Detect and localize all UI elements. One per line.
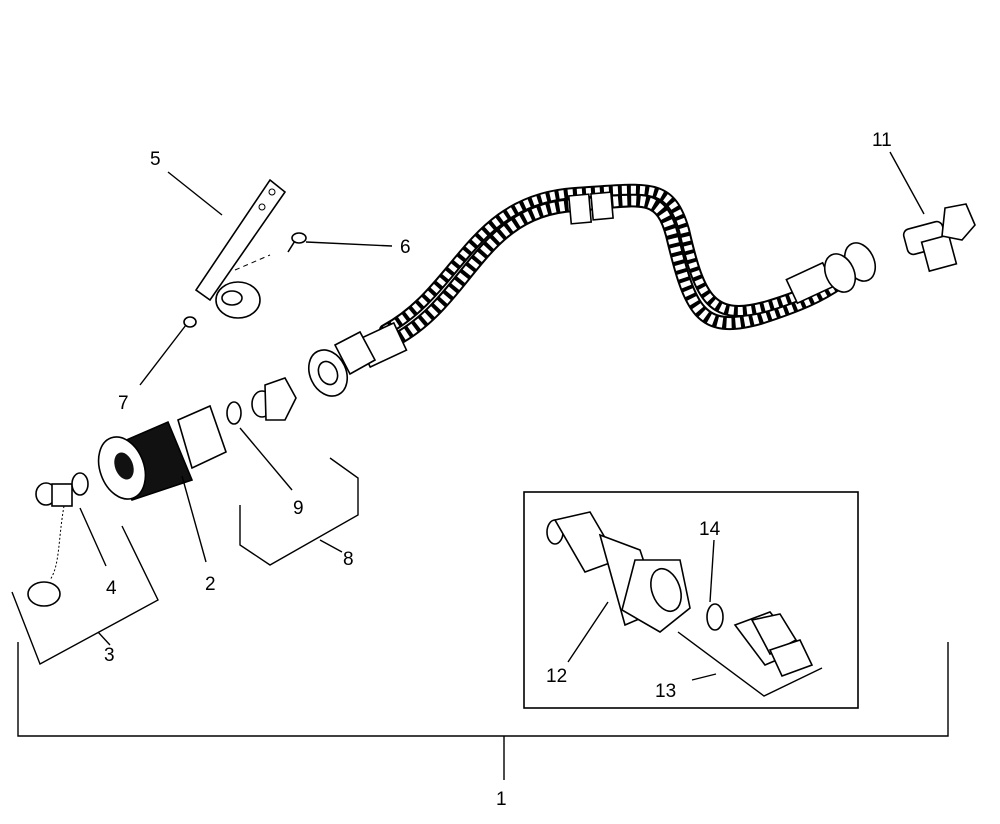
callout-13: 13 [655,681,676,702]
callout-labels: 1 2 3 4 5 6 7 8 9 11 12 13 14 [104,130,892,810]
nut [183,316,197,328]
callout-3: 3 [104,645,115,666]
callout-2: 2 [205,574,216,595]
callout-5: 5 [150,149,161,170]
quick-coupler [97,404,227,501]
elbow-fitting [902,203,976,273]
callout-4: 4 [106,578,117,599]
callout-8: 8 [343,549,354,570]
adapter-fitting [251,377,297,421]
callout-12: 12 [546,666,567,687]
o-ring [226,401,242,425]
leader-lines [11,151,949,780]
inset-detail-box [523,491,859,709]
callout-9: 9 [293,498,304,519]
clamp-bracket [194,178,287,319]
dust-cap [27,472,89,607]
callout-11: 11 [872,130,892,151]
callout-1: 1 [496,789,507,810]
hydraulic-hose [307,183,877,397]
screw [287,232,307,253]
callout-6: 6 [400,237,411,258]
callout-14: 14 [699,519,721,540]
callout-7: 7 [118,393,129,414]
